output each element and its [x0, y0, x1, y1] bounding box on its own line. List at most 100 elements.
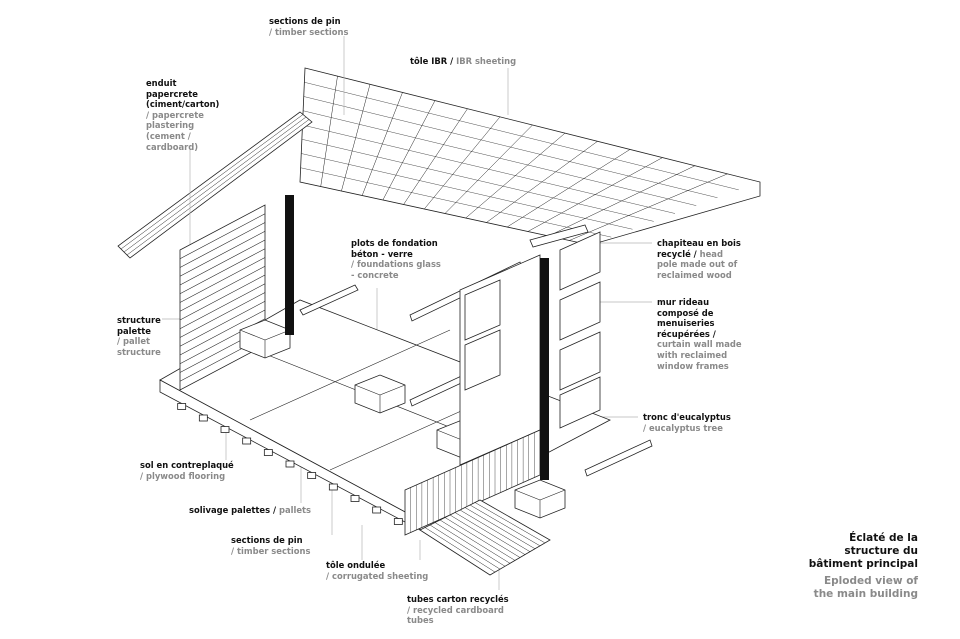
- label-en: reclaimed wood: [657, 269, 732, 280]
- label-chapiteau: chapiteau en bois recyclé / head pole ma…: [657, 238, 741, 280]
- label-en: with reclaimed: [657, 349, 728, 360]
- label-fr: béton - verre: [351, 248, 413, 259]
- line-work: [249, 329, 451, 421]
- line-work: [179, 283, 266, 330]
- label-fr: mur rideau: [657, 297, 710, 307]
- label-en: / corrugated sheeting: [326, 570, 429, 581]
- label-en: cardboard): [146, 141, 199, 152]
- label-fr: composé de: [657, 307, 714, 318]
- label-fr: enduit: [146, 78, 177, 88]
- concrete-footing: [354, 374, 406, 414]
- eucalyptus-post-right: [540, 258, 549, 480]
- line-work: [179, 265, 266, 312]
- eucalyptus-post-left: [285, 195, 294, 335]
- label-en: / foundations glass: [351, 259, 441, 270]
- label-plywood: sol en contreplaqué / plywood flooring: [140, 460, 234, 481]
- line-work: [179, 213, 266, 260]
- line-work: [179, 248, 266, 295]
- line-work: [514, 489, 541, 501]
- line-work: [179, 300, 266, 347]
- label-en: / pallet: [117, 336, 151, 347]
- label-fr: plots de fondation: [351, 238, 438, 248]
- label-curtain-wall: mur rideau composé de menuiseries récupé…: [657, 297, 742, 371]
- line-work: [464, 507, 536, 549]
- label-en: tubes: [407, 615, 434, 626]
- label-fr: tronc d'eucalyptus: [643, 412, 731, 422]
- pallet-block: [350, 495, 360, 502]
- line-work: [449, 514, 521, 558]
- label-en: window frames: [657, 360, 729, 371]
- label-eucalyptus: tronc d'eucalyptus / eucalyptus tree: [643, 412, 731, 433]
- label-fr: tôle IBR /: [410, 56, 454, 66]
- label-fr: menuiseries: [657, 318, 715, 329]
- label-en: (cement /: [146, 130, 191, 141]
- label-fr: sections de pin: [269, 16, 341, 26]
- line-work: [302, 124, 676, 214]
- line-work: [179, 239, 266, 286]
- pallet-block: [263, 449, 273, 456]
- label-timber-sections-bottom: sections de pin / timber sections: [231, 535, 311, 556]
- label-fr: papercrete: [146, 88, 198, 99]
- label-fr: (ciment/carton): [146, 99, 220, 110]
- line-work: [354, 384, 381, 396]
- line-work: [474, 502, 546, 544]
- label-en: IBR sheeting: [456, 56, 517, 66]
- line-work: [120, 114, 304, 250]
- pallet-block: [198, 414, 208, 422]
- line-work: [123, 116, 307, 253]
- line-work: [539, 489, 566, 501]
- label-fr: recyclé /: [657, 248, 697, 259]
- label-fr: tubes carton recyclés: [407, 594, 509, 604]
- line-work: [439, 519, 511, 564]
- corrugated-sheeting: [404, 429, 541, 536]
- label-en: pallets: [278, 505, 312, 515]
- pallet-block: [242, 437, 252, 445]
- label-tubes: tubes carton recyclés / recycled cardboa…: [407, 594, 509, 626]
- curtain-wall: [459, 224, 601, 466]
- line-work: [301, 139, 654, 222]
- line-work: [179, 257, 266, 303]
- label-pallets: solivage palettes / pallets: [189, 505, 311, 516]
- pallet-block: [328, 483, 338, 491]
- diagram-title: Éclaté de la structure du bâtiment princ…: [809, 532, 918, 601]
- line-work: [459, 509, 531, 552]
- label-pallet-structure: structure palette / pallet structure: [117, 315, 161, 357]
- line-work: [179, 222, 266, 268]
- ramp: [419, 499, 551, 576]
- label-en: / recycled cardboard: [407, 604, 504, 615]
- label-en: plastering: [146, 120, 195, 131]
- line-work: [303, 96, 718, 198]
- line-work: [304, 82, 739, 191]
- line-work: [239, 329, 266, 341]
- pallet-block: [177, 403, 187, 410]
- line-work: [436, 429, 463, 441]
- label-fr: sol en contreplaqué: [140, 460, 234, 470]
- label-fr: tôle ondulée: [326, 560, 386, 570]
- label-papercrete: enduit papercrete (ciment/carton) / pape…: [146, 78, 219, 152]
- line-work: [429, 524, 501, 570]
- line-work: [300, 167, 612, 238]
- label-en: head: [699, 248, 723, 259]
- title-en-line: Eploded view of: [823, 575, 918, 587]
- label-en: / eucalyptus tree: [643, 422, 723, 433]
- line-work: [301, 153, 633, 230]
- label-fr: solivage palettes /: [189, 505, 277, 515]
- line-work: [179, 230, 266, 277]
- label-fr: sections de pin: [231, 535, 303, 545]
- pallet-block: [393, 518, 403, 525]
- label-en: pole made out of: [657, 259, 738, 270]
- label-en: / plywood flooring: [140, 470, 226, 481]
- label-en: / timber sections: [269, 26, 349, 37]
- line-work: [424, 527, 496, 573]
- line-work: [454, 512, 526, 555]
- label-en: curtain wall made: [657, 339, 742, 350]
- label-en: structure: [117, 346, 161, 357]
- concrete-footing: [239, 319, 291, 359]
- label-foundations: plots de fondation béton - verre / found…: [351, 238, 441, 280]
- label-corrugated: tôle ondulée / corrugated sheeting: [326, 560, 428, 581]
- pallet-block: [285, 460, 295, 468]
- label-fr: palette: [117, 325, 151, 336]
- line-work: [469, 504, 541, 547]
